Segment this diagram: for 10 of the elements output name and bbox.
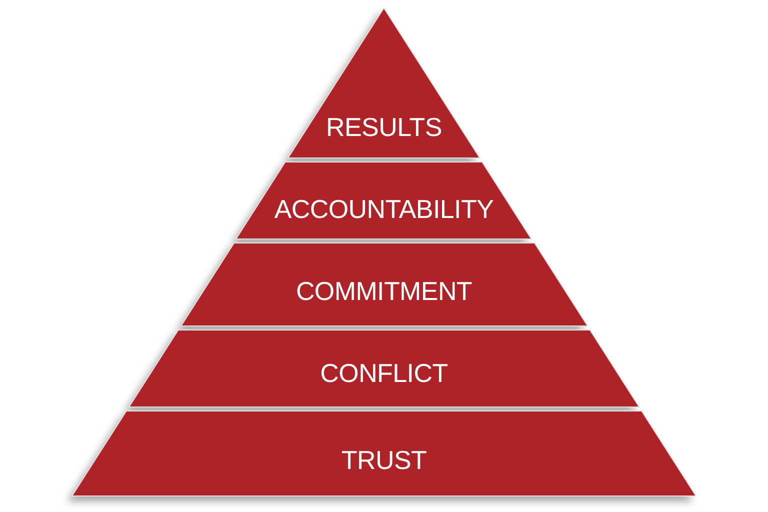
tier-label: TRUST: [341, 445, 427, 475]
tier-label: COMMITMENT: [296, 276, 472, 306]
pyramid-tier: [236, 162, 532, 239]
tier-label: ACCOUNTABILITY: [274, 194, 494, 224]
tier-label: RESULTS: [326, 112, 442, 142]
pyramid-tier: [128, 330, 640, 407]
pyramid-tier: [288, 8, 480, 158]
tier-label: CONFLICT: [320, 358, 448, 388]
pyramid-tier: [72, 411, 696, 496]
pyramid-tier: [180, 243, 588, 326]
